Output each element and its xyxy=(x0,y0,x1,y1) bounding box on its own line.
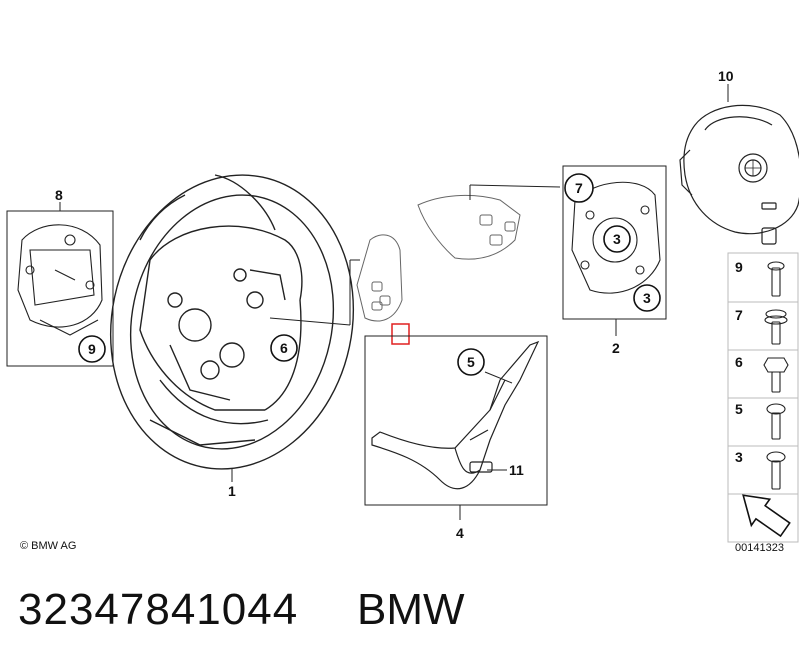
label-3b: 3 xyxy=(643,290,651,306)
legend-label-3: 3 xyxy=(735,449,743,465)
screw-legend xyxy=(727,252,799,543)
part-number: 32347841044 xyxy=(18,585,299,634)
label-9: 9 xyxy=(88,341,96,357)
label-7: 7 xyxy=(575,180,583,196)
copyright-text: © BMW AG xyxy=(20,540,77,552)
trim-cover xyxy=(371,340,540,490)
multifunction-switch xyxy=(356,194,521,322)
part-2-box xyxy=(562,165,667,320)
screw-6-icon xyxy=(763,357,789,393)
callout-3a-circle xyxy=(603,225,631,253)
part-8-bracket xyxy=(17,224,103,336)
label-6: 6 xyxy=(280,340,288,356)
brand-name: BMW xyxy=(357,585,465,634)
label-11: 11 xyxy=(509,462,524,478)
part-4-box xyxy=(364,335,548,506)
screw-9-icon xyxy=(767,261,785,297)
label-5: 5 xyxy=(467,354,475,370)
arrow-icon xyxy=(742,494,791,538)
label-10: 10 xyxy=(718,68,734,84)
label-3a: 3 xyxy=(613,231,621,247)
legend-label-7: 7 xyxy=(735,307,743,323)
label-4: 4 xyxy=(456,525,464,541)
steering-wheel xyxy=(109,174,355,470)
legend-label-5: 5 xyxy=(735,401,743,417)
screw-3-icon xyxy=(766,451,786,490)
legend-label-6: 6 xyxy=(735,354,743,370)
callout-9-circle xyxy=(78,335,106,363)
screw-5-icon xyxy=(766,403,786,440)
callout-5-circle xyxy=(457,348,485,376)
label-2: 2 xyxy=(612,340,620,356)
callout-3b-circle xyxy=(633,284,661,312)
label-8: 8 xyxy=(55,187,63,203)
screw-7-icon xyxy=(764,309,788,345)
airbag-module xyxy=(679,104,799,245)
legend-label-9: 9 xyxy=(735,259,743,275)
drawing-code: 00141323 xyxy=(735,542,784,554)
callout-6-circle xyxy=(270,334,298,362)
highlight-box xyxy=(391,323,410,345)
callout-7-circle xyxy=(564,173,594,203)
label-1: 1 xyxy=(228,483,236,499)
